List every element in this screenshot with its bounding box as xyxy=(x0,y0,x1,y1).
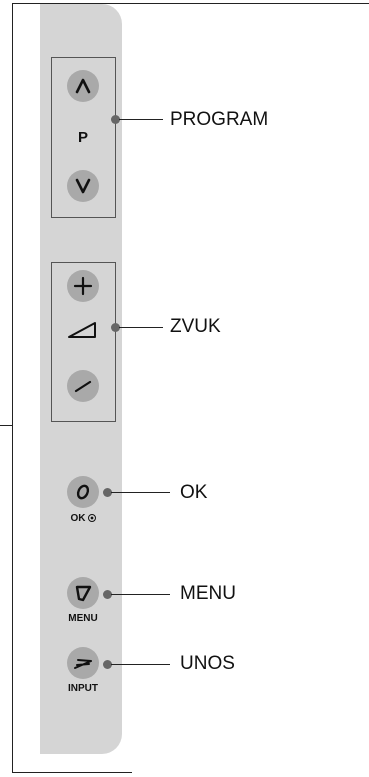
volume-label: ZVUK xyxy=(170,316,221,337)
program-up-button[interactable] xyxy=(67,70,99,102)
input-pointer-dot xyxy=(103,660,112,669)
ok-button[interactable] xyxy=(67,476,99,508)
ok-icon xyxy=(76,484,90,500)
volume-up-button[interactable] xyxy=(67,270,99,302)
menu-button[interactable] xyxy=(67,577,99,609)
menu-icon xyxy=(75,585,92,602)
ok-caption: OK xyxy=(53,513,113,524)
ok-target-icon xyxy=(87,514,96,522)
input-caption: INPUT xyxy=(68,683,98,694)
program-group-box xyxy=(51,57,116,218)
program-leader-line xyxy=(119,119,163,121)
ok-pointer-dot xyxy=(103,488,112,497)
menu-pointer-dot xyxy=(103,590,112,599)
volume-triangle-icon xyxy=(65,318,99,340)
volume-leader-line xyxy=(119,327,163,329)
ok-label: OK xyxy=(180,482,208,503)
menu-leader-line xyxy=(111,594,170,596)
program-down-button[interactable] xyxy=(67,170,99,202)
frame-bottom-edge xyxy=(12,772,132,773)
ok-leader-line xyxy=(111,492,170,494)
chevron-up-icon xyxy=(75,78,91,94)
program-label: PROGRAM xyxy=(170,109,269,130)
input-label: UNOS xyxy=(180,653,235,674)
frame-left-edge xyxy=(12,3,13,773)
chevron-down-icon xyxy=(75,178,91,194)
frame-top-edge xyxy=(12,3,369,4)
volume-group-box xyxy=(51,262,116,422)
menu-label: MENU xyxy=(180,583,236,604)
plus-icon xyxy=(73,276,93,296)
volume-pointer-dot xyxy=(111,323,120,332)
input-arrow-icon xyxy=(74,659,92,669)
volume-down-button[interactable] xyxy=(67,370,99,402)
input-button[interactable] xyxy=(67,647,99,679)
program-pointer-dot xyxy=(111,115,120,124)
input-leader-line xyxy=(111,664,170,666)
menu-caption: MENU xyxy=(68,613,98,624)
program-p-glyph: P xyxy=(77,129,88,146)
frame-tick xyxy=(0,425,13,426)
minus-icon xyxy=(74,380,92,393)
